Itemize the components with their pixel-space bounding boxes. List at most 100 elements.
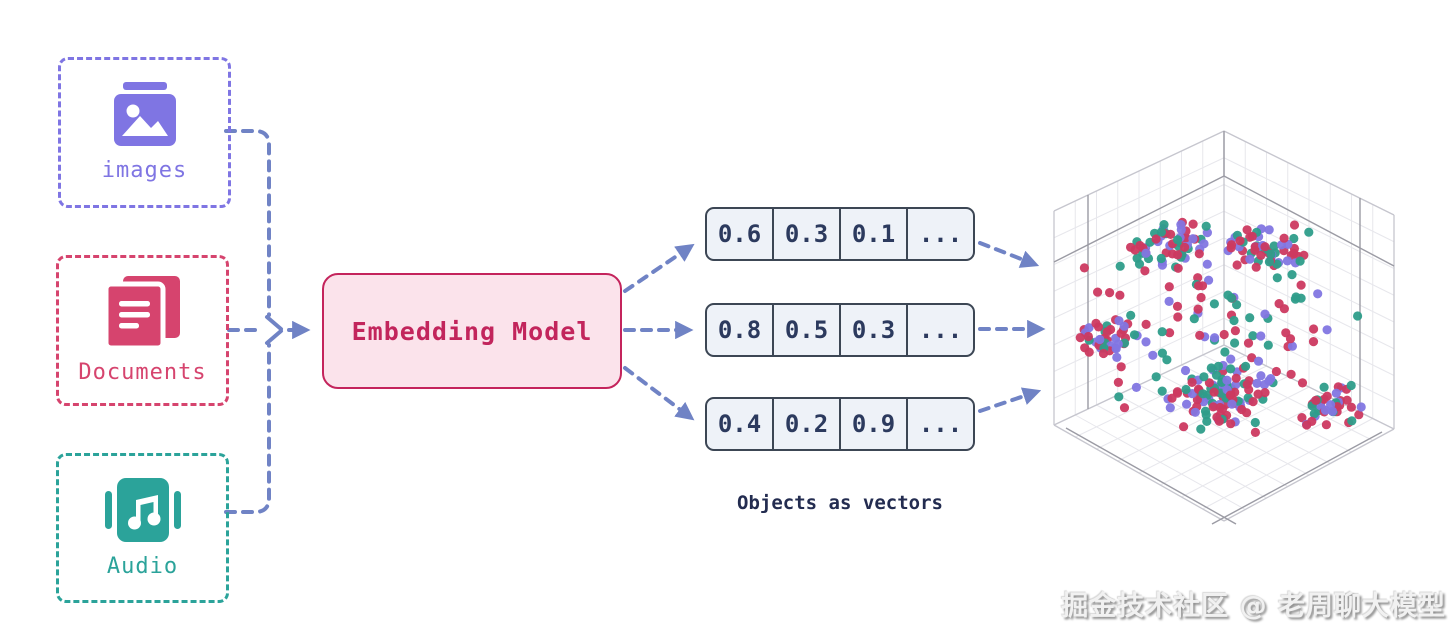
scatter-point — [1164, 296, 1174, 306]
vector-row-2: 0.8 0.5 0.3 ... — [705, 303, 975, 357]
connector-images-line — [224, 129, 271, 317]
scatter-point — [1190, 407, 1200, 417]
scatter-point — [1274, 299, 1284, 309]
scatter-point — [1232, 300, 1242, 310]
scatter-point — [1209, 299, 1219, 309]
scatter-point — [1256, 250, 1266, 260]
scatter-point — [1129, 330, 1140, 340]
vector-cell: 0.3 — [839, 305, 906, 355]
scatter-point — [1346, 402, 1356, 412]
scatter-point — [1250, 417, 1260, 428]
merge-chevron — [265, 315, 283, 345]
scatter-point — [1156, 227, 1166, 237]
arrow-vector-3-to-space — [978, 387, 1042, 413]
scatter-point — [1198, 389, 1208, 399]
scatter-point — [1281, 328, 1291, 338]
scatter-point — [1214, 416, 1224, 426]
grid-line — [1138, 386, 1310, 474]
scatter-point — [1220, 347, 1230, 357]
grid-line — [1211, 431, 1383, 525]
scatter-point — [1243, 338, 1254, 348]
scatter-point — [1282, 256, 1292, 266]
scatter-point — [1195, 330, 1205, 340]
scatter-point — [1231, 373, 1241, 383]
grid-line — [1223, 264, 1395, 350]
scatter-point — [1253, 389, 1263, 399]
scatter-point — [1331, 388, 1341, 398]
scatter-point — [1164, 282, 1174, 292]
scatter-point — [1151, 234, 1161, 244]
scatter-point — [1084, 347, 1094, 357]
scatter-point — [1176, 220, 1186, 230]
scatter-point — [1131, 382, 1141, 392]
vector-cell: 0.9 — [839, 399, 906, 449]
scatter-point — [1204, 378, 1214, 388]
arrow-model-to-vector-3 — [623, 366, 695, 421]
scatter-point — [1230, 326, 1240, 336]
scatter-point — [1111, 344, 1121, 354]
scatter-point — [1165, 403, 1175, 413]
scatter-point — [1286, 369, 1296, 379]
scatter-point — [1346, 380, 1356, 391]
scatter-point — [1091, 318, 1101, 328]
scatter-point — [1112, 352, 1122, 362]
scatter-point — [1157, 386, 1167, 396]
scatter-point — [1260, 388, 1270, 398]
grid-line — [1065, 427, 1237, 525]
scatter-point — [1296, 280, 1306, 290]
scatter-point — [1179, 422, 1189, 432]
scatter-point — [1173, 312, 1183, 322]
vector-cell: 0.3 — [772, 209, 839, 259]
scatter-point — [1321, 420, 1331, 430]
grid-line — [1053, 424, 1225, 522]
scatter-point — [1188, 234, 1198, 244]
scatter-point — [1287, 341, 1297, 351]
grid-line — [1202, 418, 1373, 510]
scatter-point — [1141, 248, 1151, 258]
scatter-point — [1173, 250, 1183, 260]
scatter-point — [1206, 363, 1216, 373]
scatter-point — [1356, 402, 1366, 412]
grid-line — [1223, 291, 1395, 376]
source-box-images: images — [58, 57, 231, 208]
scatter-point — [1188, 219, 1198, 229]
scatter-point — [1140, 266, 1150, 276]
connector-audio-line — [224, 343, 271, 514]
scatter-point — [1304, 227, 1314, 237]
scatter-point — [1113, 377, 1123, 387]
scatter-point — [1196, 424, 1206, 434]
scatter-point — [1095, 334, 1105, 345]
scatter-point — [1215, 402, 1225, 413]
scatter-point — [1248, 397, 1258, 407]
scatter-point — [1326, 400, 1336, 410]
scatter-point — [1093, 287, 1103, 297]
scatter-point — [1223, 290, 1233, 300]
scatter-point — [1253, 356, 1264, 366]
scatter-point — [1180, 365, 1191, 376]
scatter-point — [1347, 416, 1357, 426]
scatter-point — [1279, 233, 1289, 243]
scatter-point — [1313, 289, 1323, 299]
scatter-point — [1079, 263, 1089, 273]
scatter-point — [1156, 253, 1166, 264]
vector-row-1: 0.6 0.3 0.1 ... — [705, 207, 975, 261]
scatter-point — [1196, 292, 1206, 303]
grid-line — [1223, 428, 1395, 522]
vector-cell: 0.4 — [717, 410, 762, 438]
source-label-images: images — [101, 158, 188, 183]
scatter-point — [1287, 270, 1297, 280]
scatter-point — [1172, 387, 1182, 397]
scatter-point — [1075, 333, 1085, 343]
source-label-audio: Audio — [106, 553, 179, 579]
grid-line — [1160, 397, 1331, 486]
scatter-point — [1166, 229, 1176, 239]
scatter-point — [1247, 353, 1257, 363]
scatter-point — [1226, 354, 1236, 364]
audio-icon — [104, 477, 181, 542]
scatter-point — [1193, 304, 1203, 314]
scatter-point — [1083, 331, 1093, 342]
scatter-point — [1141, 319, 1151, 329]
scatter-point — [1211, 370, 1222, 380]
vector-cell: ... — [906, 209, 973, 259]
